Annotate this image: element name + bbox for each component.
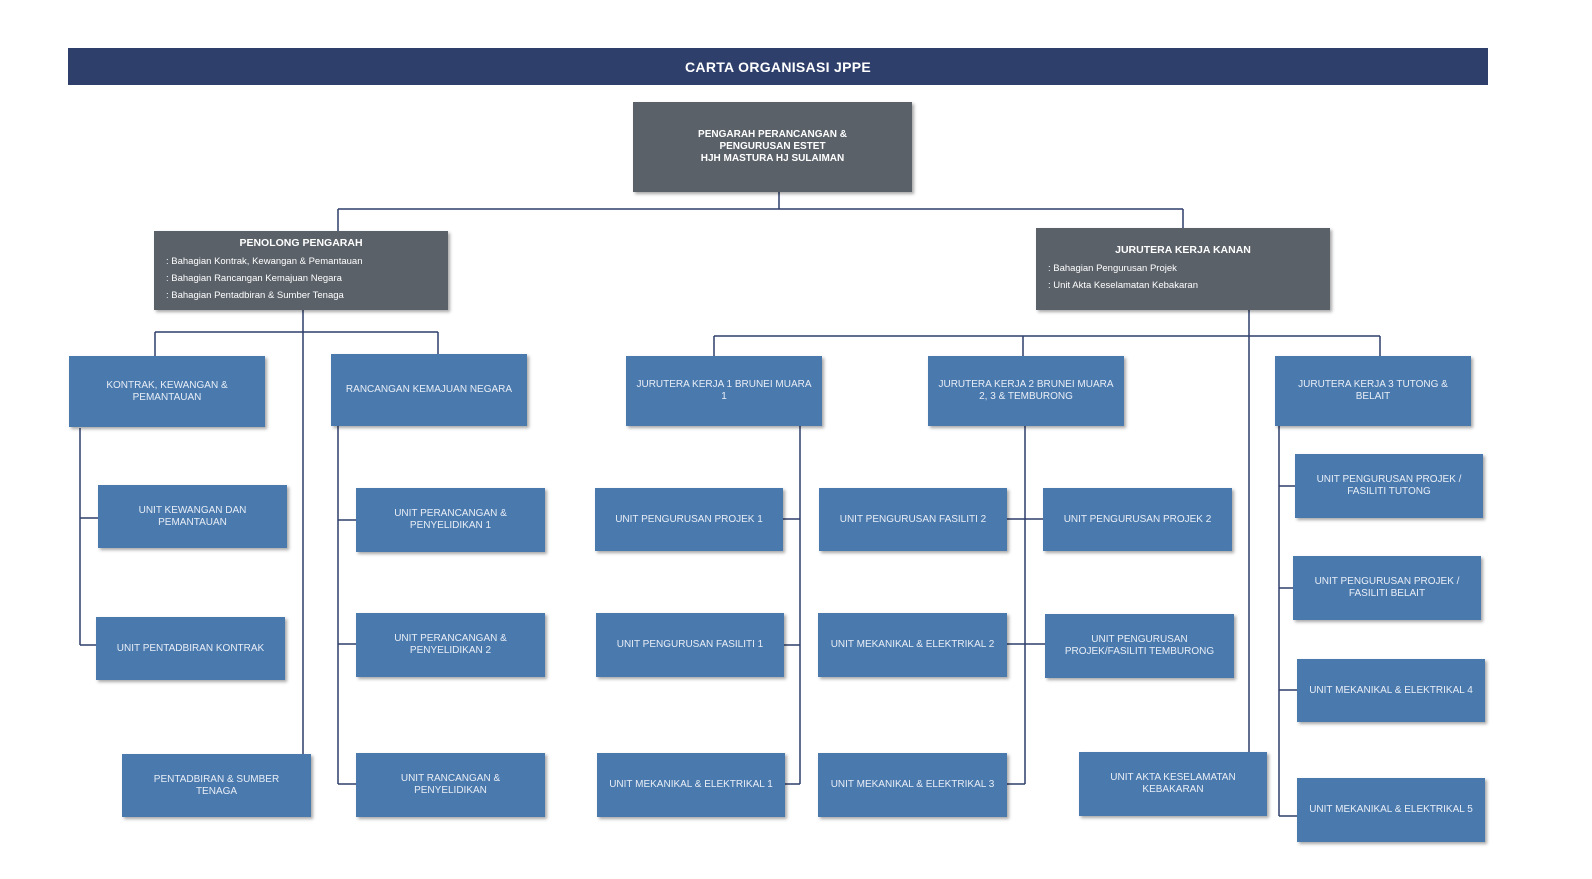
unit-pentadbiran-kontrak-box: UNIT PENTADBIRAN KONTRAK [96,617,285,680]
unit-label: UNIT PENGURUSAN PROJEK/FASILITI TEMBURON… [1064,634,1215,657]
assistant-director-item: : Bahagian Kontrak, Kewangan & Pemantaua… [166,256,363,267]
unit-pentadbiran-sumber-box: PENTADBIRAN & SUMBER TENAGA [122,754,311,817]
unit-jk1-box: JURUTERA KERJA 1 BRUNEI MUARA 1 [626,356,822,426]
director-line: HJH MASTURA HJ SULAIMAN [700,153,845,164]
connector-kontrak [79,428,98,646]
unit-upbelait-box: UNIT PENGURUSAN PROJEK / FASILITI BELAIT [1293,556,1481,620]
connector-rancangan [337,426,356,785]
director-line: PENGARAH PERANCANGAN & [698,129,847,140]
unit-label: UNIT MEKANIKAL & ELEKTRIKAL 2 [830,639,995,650]
connector-jk3 [1278,426,1297,817]
unit-upfasiliti1-box: UNIT PENGURUSAN FASILITI 1 [596,613,784,677]
assistant-director-box: PENOLONG PENGARAH : Bahagian Kontrak, Ke… [154,231,448,310]
unit-upp2-box: UNIT PERANCANGAN & PENYELIDIKAN 2 [356,613,545,677]
unit-label: UNIT AKTA KESELAMATAN KEBAKARAN [1110,772,1236,795]
unit-kewangan-box: UNIT KEWANGAN DAN PEMANTAUAN [98,485,287,548]
connector-senior [713,310,1381,754]
unit-jk3-box: JURUTERA KERJA 3 TUTONG & BELAIT [1275,356,1471,426]
unit-uptutong-box: UNIT PENGURUSAN PROJEK / FASILITI TUTONG [1295,454,1483,518]
unit-ume4-box: UNIT MEKANIKAL & ELEKTRIKAL 4 [1297,659,1485,722]
unit-rancangan-box: RANCANGAN KEMAJUAN NEGARA [331,354,527,426]
unit-uakk-box: UNIT AKTA KESELAMATAN KEBAKARAN [1079,752,1267,816]
chart-title-banner: CARTA ORGANISASI JPPE [68,48,1488,85]
connector-director [337,192,1184,231]
unit-label: UNIT PENGURUSAN PROJEK / FASILITI TUTONG [1316,474,1462,497]
unit-ume5-box: UNIT MEKANIKAL & ELEKTRIKAL 5 [1297,778,1485,842]
unit-label: UNIT MEKANIKAL & ELEKTRIKAL 5 [1309,804,1473,815]
unit-label: JURUTERA KERJA 3 TUTONG & BELAIT [1298,379,1448,402]
unit-ume2-box: UNIT MEKANIKAL & ELEKTRIKAL 2 [818,613,1007,677]
unit-label: UNIT MEKANIKAL & ELEKTRIKAL 3 [830,779,995,790]
director-line: PENGURUSAN ESTET [719,141,826,152]
senior-engineer-title: JURUTERA KERJA KANAN [1115,244,1251,256]
unit-label: RANCANGAN KEMAJUAN NEGARA [345,384,513,395]
unit-ume1-box: UNIT MEKANIKAL & ELEKTRIKAL 1 [597,753,785,817]
director-box: PENGARAH PERANCANGAN & PENGURUSAN ESTET … [633,102,912,192]
unit-label: PENTADBIRAN & SUMBER TENAGA [153,773,280,797]
unit-upfasiliti2-box: UNIT PENGURUSAN FASILITI 2 [819,488,1007,551]
unit-label: UNIT PENGURUSAN PROJEK 1 [615,513,763,525]
unit-label: UNIT PENGURUSAN PROJEK 2 [1063,513,1212,525]
unit-label: UNIT PENGURUSAN FASILITI 1 [616,639,764,650]
unit-label: UNIT MEKANIKAL & ELEKTRIKAL 4 [1309,684,1473,696]
unit-label: UNIT RANCANGAN & PENYELIDIKAN [400,773,501,796]
unit-label: JURUTERA KERJA 2 BRUNEI MUARA 2, 3 & TEM… [938,379,1114,402]
unit-label: KONTRAK, KEWANGAN & PEMANTAUAN [106,379,228,403]
unit-label: UNIT PERANCANGAN & PENYELIDIKAN 2 [394,633,507,656]
unit-label: UNIT PERANCANGAN & PENYELIDIKAN 1 [394,508,507,531]
assistant-director-item: : Bahagian Pentadbiran & Sumber Tenaga [166,290,344,301]
unit-ume3-box: UNIT MEKANIKAL & ELEKTRIKAL 3 [818,753,1007,817]
connector-jk1 [783,426,801,785]
unit-upprojek2-box: UNIT PENGURUSAN PROJEK 2 [1043,488,1232,551]
senior-engineer-item: : Unit Akta Keselamatan Kebakaran [1048,280,1198,291]
unit-label: JURUTERA KERJA 1 BRUNEI MUARA 1 [636,379,812,402]
chart-title: CARTA ORGANISASI JPPE [685,58,871,75]
connector-jk2 [1007,426,1045,785]
unit-label: UNIT PENTADBIRAN KONTRAK [116,642,265,654]
unit-label: UNIT KEWANGAN DAN PEMANTAUAN [138,504,247,528]
unit-kontrak-box: KONTRAK, KEWANGAN & PEMANTAUAN [69,356,265,427]
assistant-director-item: : Bahagian Rancangan Kemajuan Negara [166,273,342,284]
unit-label: UNIT PENGURUSAN FASILITI 2 [839,513,987,525]
unit-upp1-box: UNIT PERANCANGAN & PENYELIDIKAN 1 [356,488,545,552]
senior-engineer-box: JURUTERA KERJA KANAN : Bahagian Pengurus… [1036,228,1330,310]
connector-assistant [154,310,439,754]
unit-urp-box: UNIT RANCANGAN & PENYELIDIKAN [356,753,545,817]
unit-upprojek1-box: UNIT PENGURUSAN PROJEK 1 [595,488,783,551]
unit-jk2-box: JURUTERA KERJA 2 BRUNEI MUARA 2, 3 & TEM… [928,356,1124,426]
unit-label: UNIT PENGURUSAN PROJEK / FASILITI BELAIT [1314,576,1460,599]
senior-engineer-item: : Bahagian Pengurusan Projek [1048,263,1177,274]
unit-upptemburong-box: UNIT PENGURUSAN PROJEK/FASILITI TEMBURON… [1045,614,1234,678]
unit-label: UNIT MEKANIKAL & ELEKTRIKAL 1 [609,779,773,790]
assistant-director-title: PENOLONG PENGARAH [239,237,363,249]
